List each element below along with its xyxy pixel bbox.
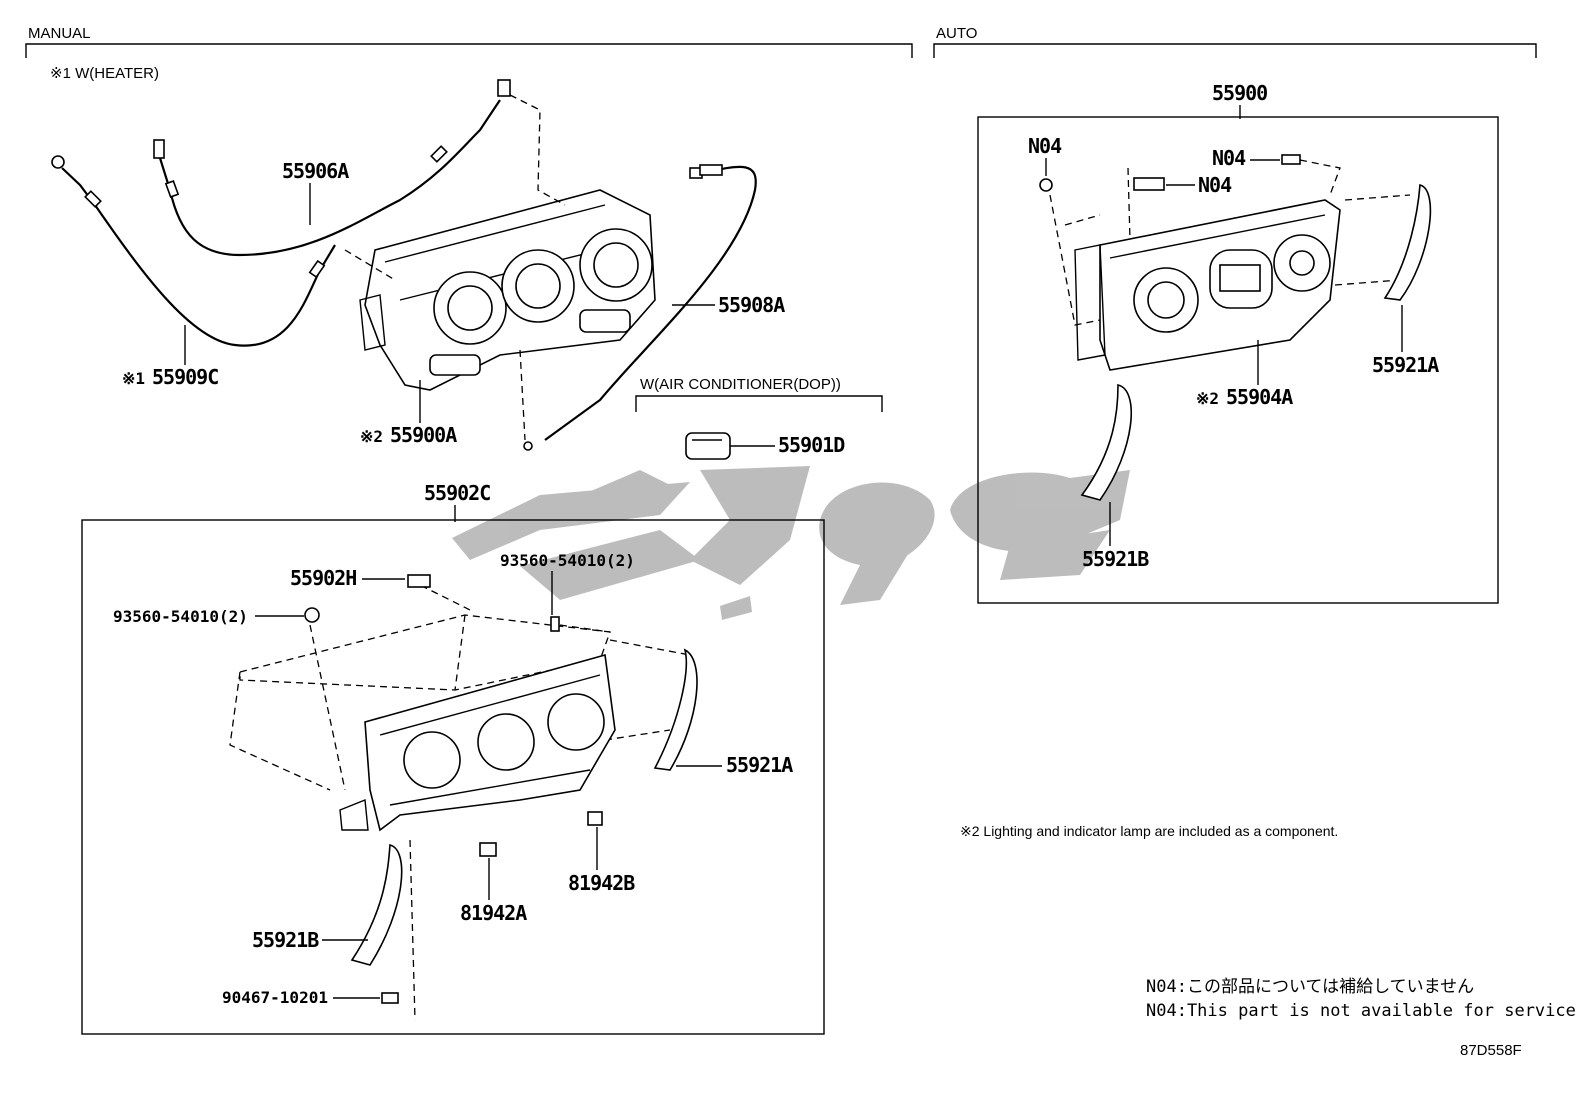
- label-81942B: 81942B: [568, 871, 635, 895]
- ac-note: W(AIR CONDITIONER(DOP)): [640, 376, 841, 393]
- bezel-panel-55902C: [339, 653, 616, 832]
- label-N04-a: N04: [1028, 134, 1062, 158]
- trim-55921A-auto: [1383, 183, 1432, 301]
- trim-55921B-manual: [350, 843, 403, 966]
- n04-note-english: N04:This part is not available for servi…: [1146, 1001, 1576, 1021]
- part-90467: [381, 992, 399, 1004]
- leader-dash: [1344, 194, 1411, 201]
- cable-55909C: [51, 155, 336, 347]
- assembly-outline: [559, 624, 611, 633]
- switch-55901D: [685, 432, 731, 460]
- label-55921B-auto: 55921B: [1082, 547, 1149, 571]
- screw-left: [304, 607, 320, 623]
- assembly-outline: [609, 639, 691, 656]
- screw-right: [550, 616, 560, 632]
- label-55906A: 55906A: [282, 159, 349, 183]
- label-55900A-mark: ※2: [360, 427, 383, 446]
- leader-dash: [1127, 167, 1131, 241]
- assembly-outline: [409, 839, 416, 1021]
- auto-control-panel-55904A: [1074, 199, 1341, 371]
- leader-dash: [509, 94, 566, 206]
- label-55909C-mark: ※1: [122, 369, 145, 388]
- cable-55906A: [153, 79, 511, 257]
- label-93560-left: 93560-54010(2): [113, 607, 248, 626]
- heater-note: ※1 W(HEATER): [50, 65, 159, 82]
- lighting-note: ※2 Lighting and indicator lamp are inclu…: [960, 823, 1338, 839]
- label-55900: 55900: [1212, 81, 1267, 105]
- leader-dash: [519, 349, 526, 441]
- label-N04-b: N04: [1212, 146, 1246, 170]
- leader-dash: [1299, 159, 1341, 196]
- label-55904A-mark: ※2: [1196, 389, 1219, 408]
- cable-55908A: [523, 164, 757, 451]
- label-55908A: 55908A: [718, 293, 785, 317]
- leader-dash: [1049, 194, 1101, 326]
- watermark-logo: [452, 466, 1130, 620]
- auto-section-header: AUTO: [933, 25, 1537, 58]
- label-93560-right: 93560-54010(2): [500, 551, 635, 570]
- bulb-N04: [1039, 178, 1053, 192]
- label-55904A: 55904A: [1226, 385, 1293, 409]
- assembly-outline: [309, 624, 346, 791]
- leader-dash: [1334, 279, 1401, 286]
- leader-dash: [344, 249, 396, 281]
- trim-55921B-auto: [1080, 383, 1133, 501]
- manual-section-title: MANUAL: [28, 25, 91, 42]
- ac-note-bracket: [635, 395, 883, 412]
- manual-section-header: MANUAL: [25, 25, 913, 58]
- part-81942A: [479, 842, 497, 857]
- assembly-outline: [454, 614, 466, 691]
- label-55921A-manual: 55921A: [726, 753, 793, 777]
- label-55909C: 55909C: [152, 365, 218, 389]
- assembly-outline: [229, 671, 331, 791]
- screw-N04: [1281, 154, 1301, 165]
- label-55902C: 55902C: [424, 481, 490, 505]
- label-90467: 90467-10201: [222, 988, 328, 1007]
- label-55921A-auto: 55921A: [1372, 353, 1439, 377]
- bezel-assembly-box: [81, 519, 825, 1035]
- assembly-outline: [604, 729, 671, 741]
- trim-55921A-manual: [653, 648, 698, 771]
- leader-dash: [1064, 214, 1101, 226]
- manual-control-unit: [359, 189, 656, 391]
- auto-assembly-box: [977, 116, 1499, 604]
- part-N04-c: [1133, 177, 1165, 191]
- label-81942A: 81942A: [460, 901, 527, 925]
- label-55921B-manual: 55921B: [252, 928, 319, 952]
- label-N04-c: N04: [1198, 173, 1232, 197]
- drawing-code: 87D558F: [1460, 1042, 1522, 1059]
- label-55901D: 55901D: [778, 433, 845, 457]
- label-55900A: 55900A: [390, 423, 457, 447]
- part-55902H: [407, 574, 431, 588]
- label-55902H: 55902H: [290, 566, 356, 590]
- part-81942B: [587, 811, 603, 826]
- auto-section-title: AUTO: [936, 25, 977, 42]
- n04-note-japanese: N04:この部品については補給していません: [1146, 977, 1474, 997]
